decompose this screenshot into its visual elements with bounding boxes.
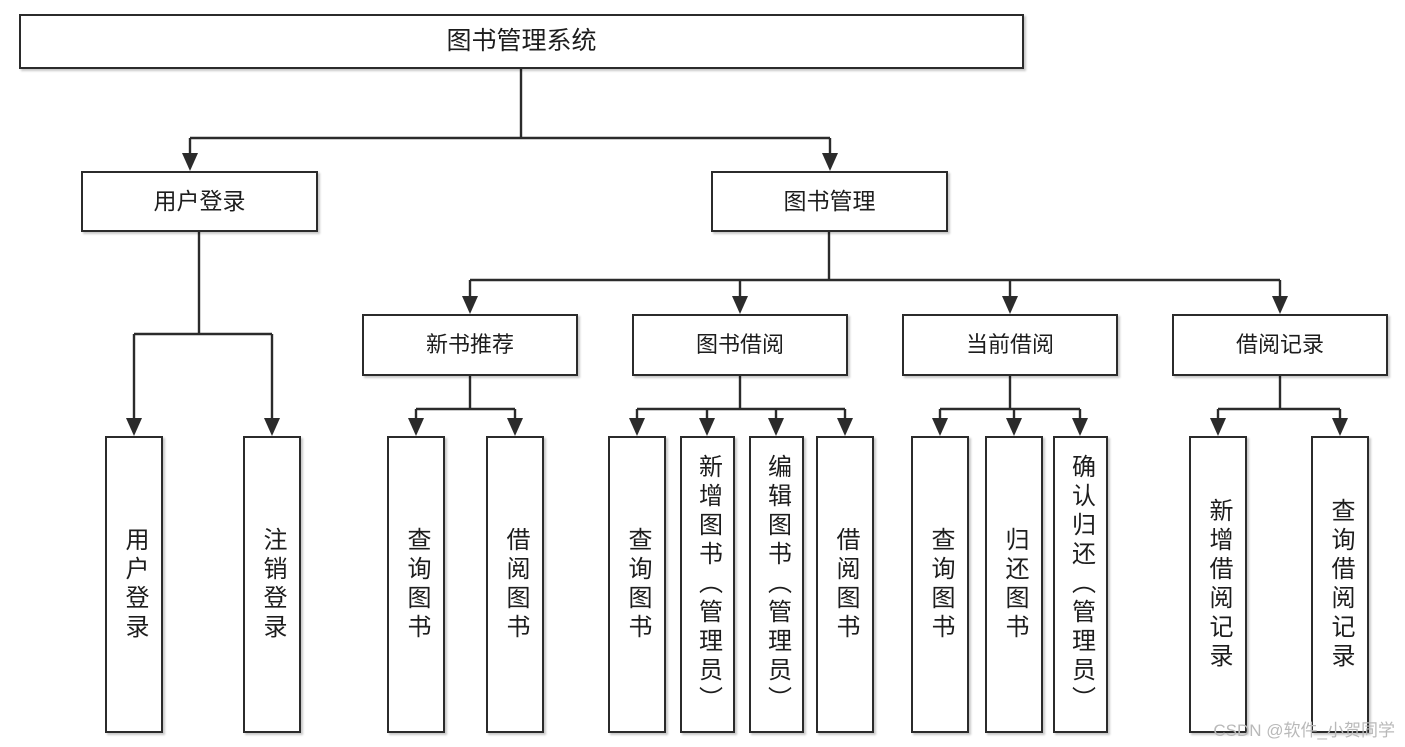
node-user-login[interactable]: 用户登录 <box>81 171 318 232</box>
leaf-cb-query-book[interactable]: 查询图书 <box>911 436 969 733</box>
arrowhead-cb-query <box>932 418 948 436</box>
node-borrow-record[interactable]: 借阅记录 <box>1172 314 1388 376</box>
leaf-rr-add-record-label: 新增借阅记录 <box>1205 497 1232 672</box>
arrowhead-book-borrow <box>732 296 748 314</box>
leaf-user-login[interactable]: 用户登录 <box>105 436 163 733</box>
leaf-cb-query-book-label: 查询图书 <box>927 526 954 643</box>
leaf-nb-query-book-label: 查询图书 <box>403 526 430 643</box>
arrowhead-user-login <box>182 153 198 171</box>
leaf-logout[interactable]: 注销登录 <box>243 436 301 733</box>
leaf-cb-confirm-return-admin[interactable]: 确认归还（管理员） <box>1053 436 1108 733</box>
arrowhead-nb-query <box>408 418 424 436</box>
leaf-bb-add-book-admin[interactable]: 新增图书（管理员） <box>680 436 735 733</box>
leaf-rr-query-record-label: 查询借阅记录 <box>1327 497 1354 672</box>
node-root-label: 图书管理系统 <box>446 27 597 55</box>
node-current-borrow-label: 当前借阅 <box>965 332 1054 358</box>
leaf-bb-borrow-book[interactable]: 借阅图书 <box>816 436 874 733</box>
leaf-rr-add-record[interactable]: 新增借阅记录 <box>1189 436 1247 733</box>
node-book-management[interactable]: 图书管理 <box>711 171 948 232</box>
arrowhead-book-manage <box>822 153 838 171</box>
node-new-book-recommend-label: 新书推荐 <box>425 332 514 358</box>
node-borrow-record-label: 借阅记录 <box>1235 332 1324 358</box>
node-book-borrow[interactable]: 图书借阅 <box>632 314 848 376</box>
leaf-cb-confirm-return-admin-label: 确认归还（管理员） <box>1067 454 1095 715</box>
node-root[interactable]: 图书管理系统 <box>19 14 1024 69</box>
leaf-nb-borrow-book[interactable]: 借阅图书 <box>486 436 544 733</box>
leaf-rr-query-record[interactable]: 查询借阅记录 <box>1311 436 1369 733</box>
arrowhead-rr-add <box>1210 418 1226 436</box>
arrowhead-bb-add <box>699 418 715 436</box>
arrowhead-leaf-logout <box>264 418 280 436</box>
leaf-bb-edit-book-admin[interactable]: 编辑图书（管理员） <box>749 436 804 733</box>
leaf-nb-borrow-book-label: 借阅图书 <box>502 526 529 643</box>
leaf-bb-add-book-admin-label: 新增图书（管理员） <box>694 454 722 715</box>
leaf-logout-label: 注销登录 <box>259 526 286 643</box>
leaf-bb-edit-book-admin-label: 编辑图书（管理员） <box>763 454 791 715</box>
arrowhead-new-book <box>462 296 478 314</box>
arrowhead-bb-query <box>629 418 645 436</box>
arrowhead-cb-confirm <box>1072 418 1088 436</box>
arrowhead-borrow-record <box>1272 296 1288 314</box>
leaf-nb-query-book[interactable]: 查询图书 <box>387 436 445 733</box>
leaf-user-login-label: 用户登录 <box>121 526 148 643</box>
leaf-bb-query-book[interactable]: 查询图书 <box>608 436 666 733</box>
node-current-borrow[interactable]: 当前借阅 <box>902 314 1118 376</box>
leaf-bb-query-book-label: 查询图书 <box>624 526 651 643</box>
arrowhead-bb-edit <box>768 418 784 436</box>
node-book-borrow-label: 图书借阅 <box>695 332 784 358</box>
leaf-bb-borrow-book-label: 借阅图书 <box>832 526 859 643</box>
leaf-cb-return-book-label: 归还图书 <box>1001 526 1028 643</box>
node-book-management-label: 图书管理 <box>783 188 876 215</box>
arrowhead-nb-borrow <box>507 418 523 436</box>
arrowhead-current-borrow <box>1002 296 1018 314</box>
arrowhead-cb-return <box>1006 418 1022 436</box>
node-new-book-recommend[interactable]: 新书推荐 <box>362 314 578 376</box>
arrowhead-bb-borrow <box>837 418 853 436</box>
arrowhead-rr-query <box>1332 418 1348 436</box>
arrowhead-leaf-user-login <box>126 418 142 436</box>
leaf-cb-return-book[interactable]: 归还图书 <box>985 436 1043 733</box>
node-user-login-label: 用户登录 <box>153 188 246 215</box>
